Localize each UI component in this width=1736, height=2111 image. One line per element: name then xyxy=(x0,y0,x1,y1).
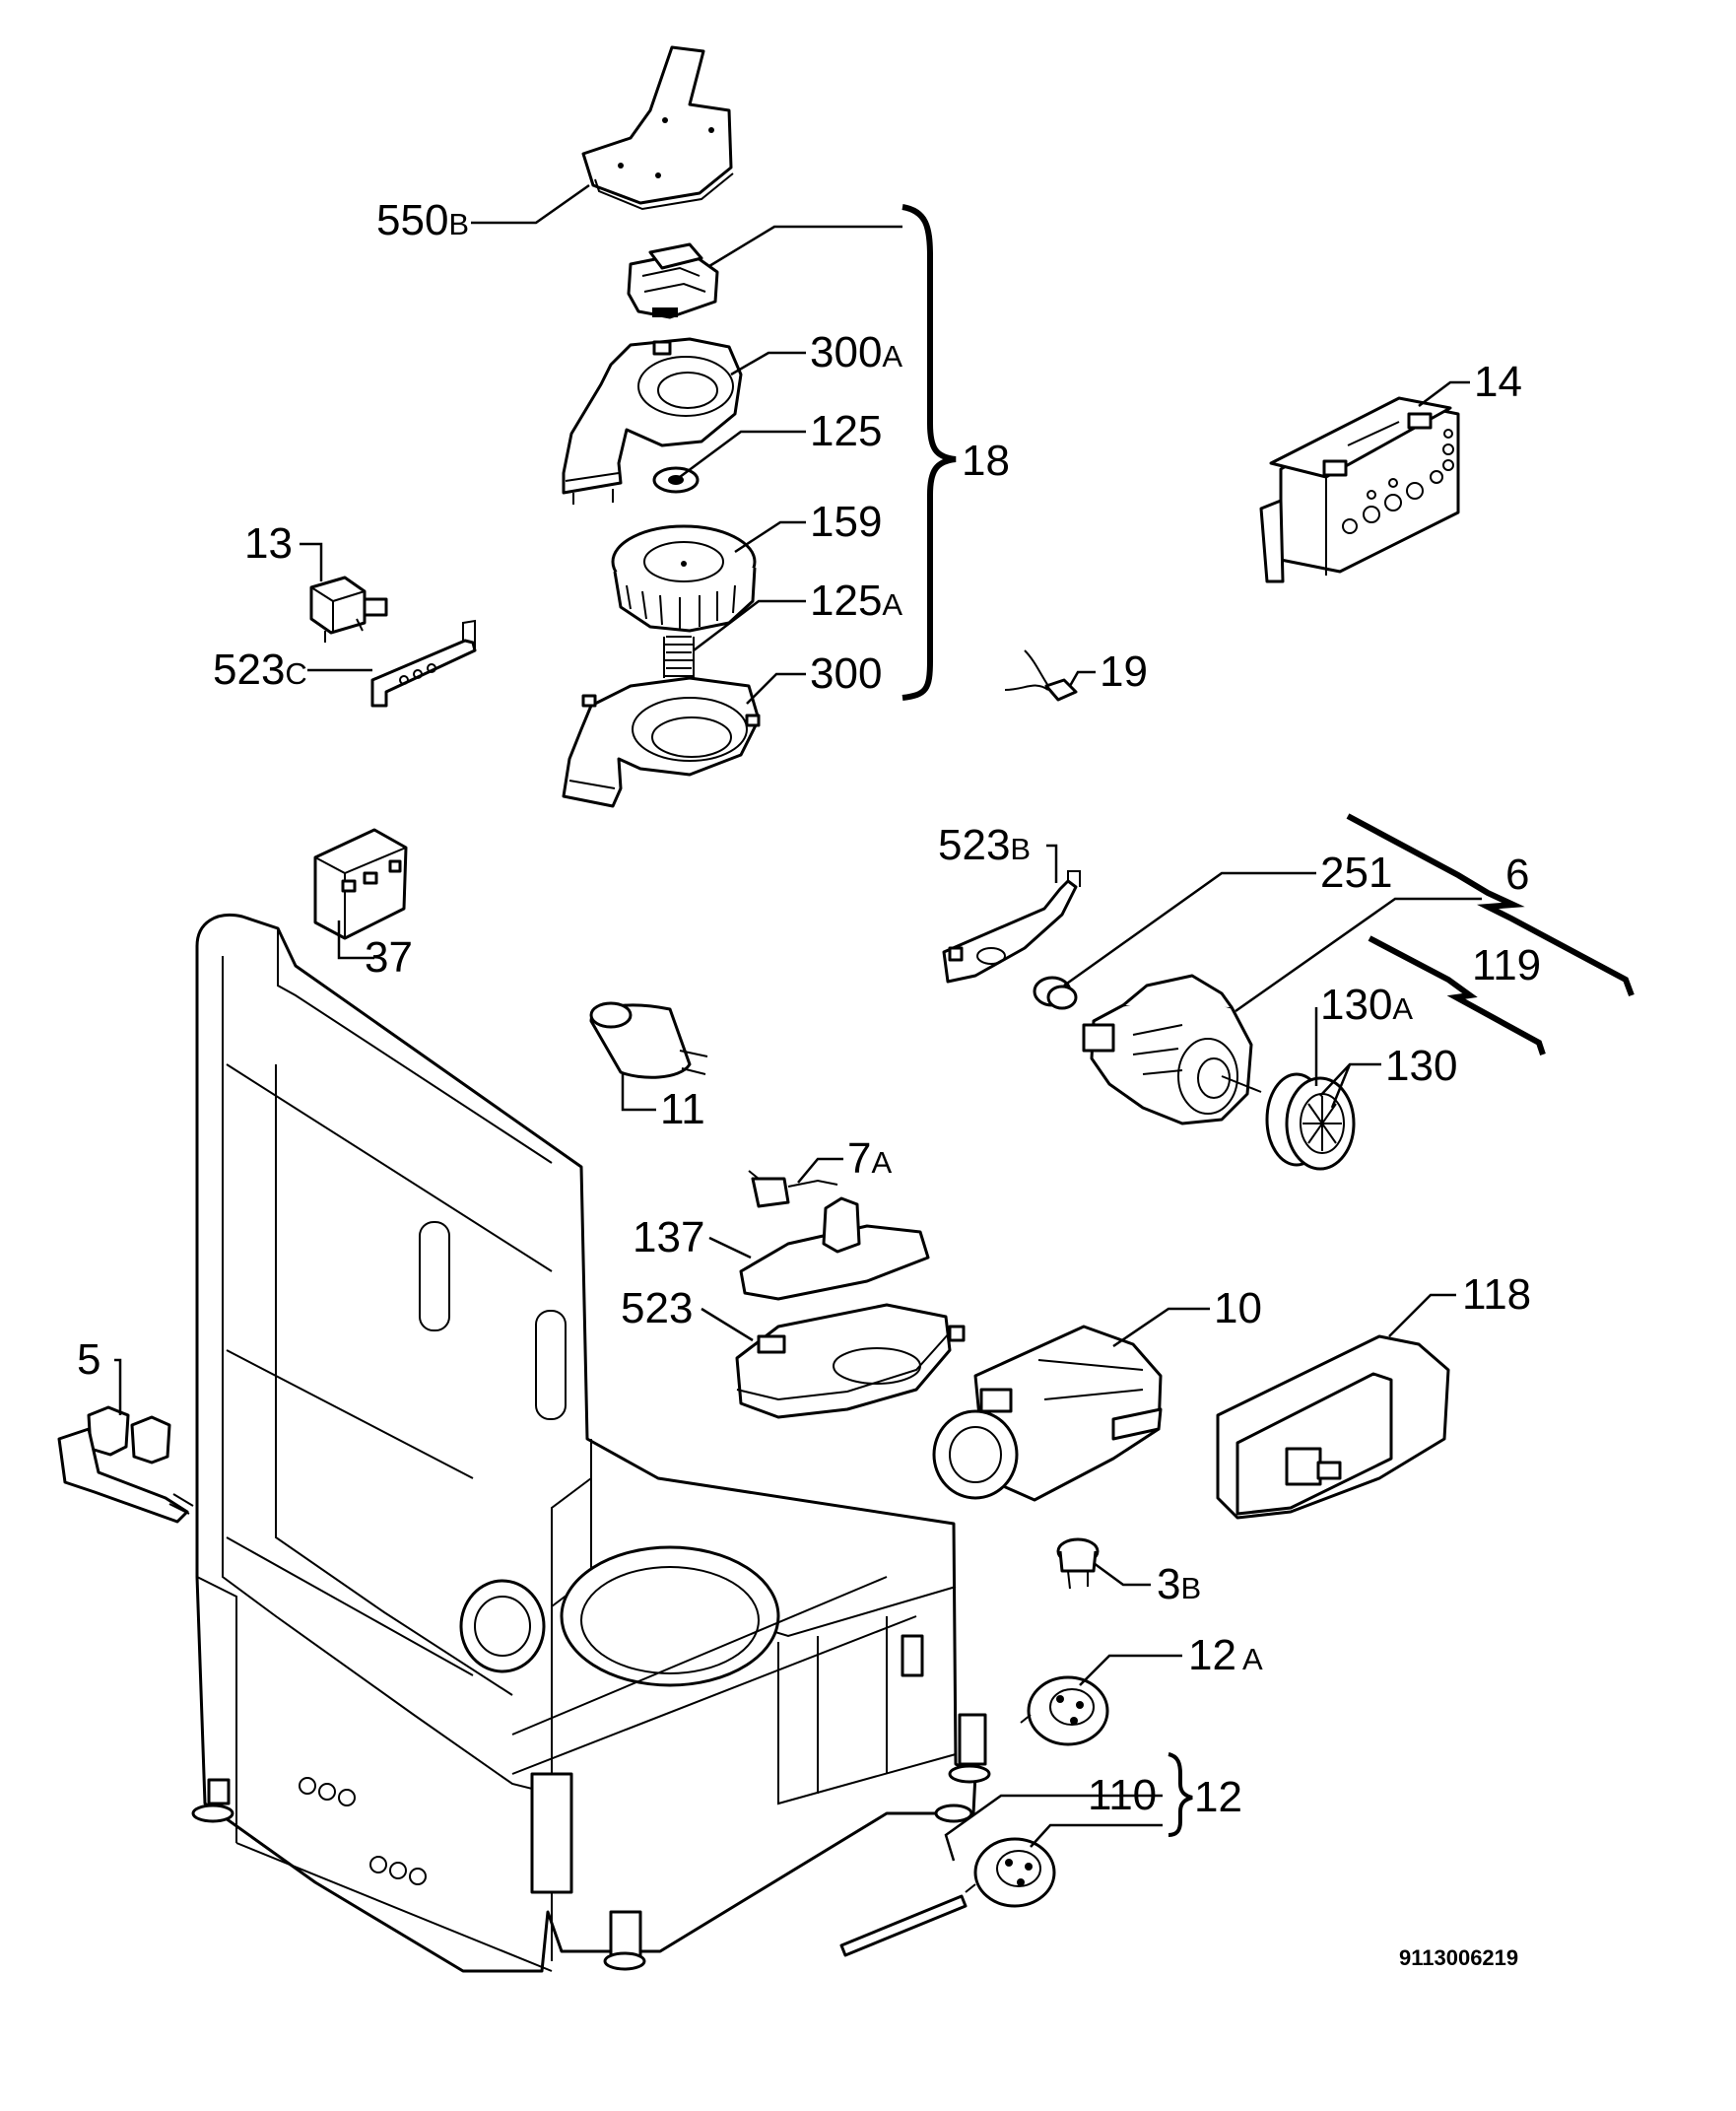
label-6: 6 xyxy=(1505,851,1529,899)
label-300a: 300A xyxy=(810,328,902,376)
label-119: 119 xyxy=(1472,941,1541,989)
part-37-box xyxy=(313,828,408,940)
part-300-lower-housing xyxy=(562,676,761,808)
leader-lines xyxy=(114,183,1482,1862)
part-125a-spring xyxy=(663,636,695,678)
label-125a: 125A xyxy=(810,577,902,625)
part-3b-thermostat xyxy=(1056,1537,1100,1590)
label-3b: 3B xyxy=(1157,1560,1201,1608)
label-523c: 523C xyxy=(213,646,307,694)
label-110: 110 xyxy=(1088,1771,1157,1819)
part-19-sensor xyxy=(1004,649,1078,702)
part-7a-switch xyxy=(748,1170,838,1208)
dishwasher-base-frame xyxy=(191,914,991,1973)
part-523-reservoir xyxy=(735,1303,966,1419)
part-523b-bracket xyxy=(942,870,1081,984)
callout-labels: 550B 300A 125 18 159 125A 300 13 523C 14… xyxy=(77,196,1541,1970)
brace-18 xyxy=(901,204,957,701)
part-6-motor xyxy=(1082,974,1262,1125)
label-19: 19 xyxy=(1100,647,1148,696)
part-5-valve xyxy=(57,1405,194,1524)
label-10: 10 xyxy=(1214,1284,1262,1332)
part-130-pump xyxy=(1265,1072,1356,1171)
part-10-heater xyxy=(932,1325,1163,1502)
label-251: 251 xyxy=(1320,849,1392,897)
part-118-module xyxy=(1216,1334,1450,1520)
part-11-capacitor xyxy=(589,1001,708,1079)
part-251-bushing xyxy=(1033,976,1078,1010)
label-159: 159 xyxy=(810,498,882,546)
brace-119 xyxy=(1368,935,1546,1056)
part-159-impeller xyxy=(611,524,757,633)
part-12a-pressure-switch xyxy=(1020,1675,1109,1746)
part-13-switch xyxy=(309,576,388,643)
part-12-pressure-switch xyxy=(839,1837,1056,1957)
part-14-control-module xyxy=(1259,396,1460,583)
label-137: 137 xyxy=(633,1213,704,1261)
label-14: 14 xyxy=(1474,358,1522,406)
part-137-cover xyxy=(739,1196,930,1301)
label-118: 118 xyxy=(1462,1270,1531,1319)
label-523: 523 xyxy=(621,1284,693,1332)
label-523b: 523B xyxy=(938,821,1031,869)
brace-6 xyxy=(1346,813,1635,997)
label-550b: 550B xyxy=(376,196,469,244)
diagram-code: 9113006219 xyxy=(1399,1945,1518,1970)
part-523c-bracket xyxy=(370,619,477,708)
label-37: 37 xyxy=(365,933,413,982)
label-18: 18 xyxy=(962,437,1010,485)
part-550b-duct-cover xyxy=(581,45,734,211)
label-5: 5 xyxy=(77,1335,100,1384)
brace-12 xyxy=(1168,1752,1193,1837)
part-fan-motor xyxy=(627,242,719,319)
part-300a-upper-housing xyxy=(562,337,743,505)
label-7a: 7A xyxy=(847,1134,892,1183)
label-11: 11 xyxy=(660,1085,705,1133)
label-130a: 130A xyxy=(1320,981,1413,1029)
label-12: 12 xyxy=(1194,1773,1242,1821)
label-130: 130 xyxy=(1385,1042,1457,1090)
label-300: 300 xyxy=(810,649,882,698)
part-125-seal xyxy=(652,466,700,494)
label-125: 125 xyxy=(810,407,882,455)
label-13: 13 xyxy=(244,519,293,568)
